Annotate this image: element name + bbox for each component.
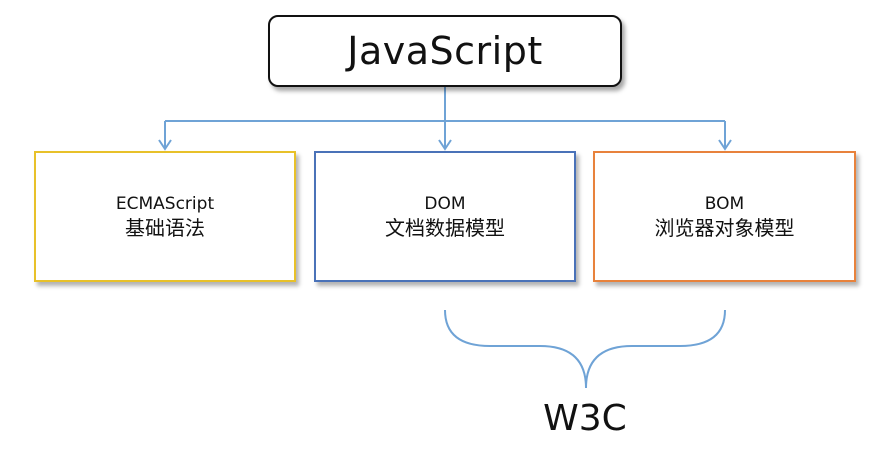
ecmascript-subtitle: 基础语法: [125, 215, 205, 240]
ecmascript-arrow-head: [158, 139, 172, 151]
javascript-node: JavaScript: [268, 15, 622, 87]
dom-subtitle: 文档数据模型: [385, 215, 505, 240]
bom-node: BOM 浏览器对象模型: [593, 151, 856, 282]
w3c-label: W3C: [543, 398, 627, 439]
ecmascript-node: ECMAScript 基础语法: [34, 151, 296, 282]
dom-title: DOM: [424, 193, 466, 214]
w3c-brace: [444, 309, 726, 389]
bom-title: BOM: [704, 193, 745, 214]
arrow-group: [158, 87, 732, 151]
dom-node: DOM 文档数据模型: [314, 151, 576, 282]
ecmascript-title: ECMAScript: [115, 193, 215, 214]
javascript-label: JavaScript: [347, 29, 543, 73]
dom-arrow-head: [438, 139, 452, 151]
bom-arrow-head: [718, 139, 732, 151]
bom-subtitle: 浏览器对象模型: [654, 215, 795, 240]
